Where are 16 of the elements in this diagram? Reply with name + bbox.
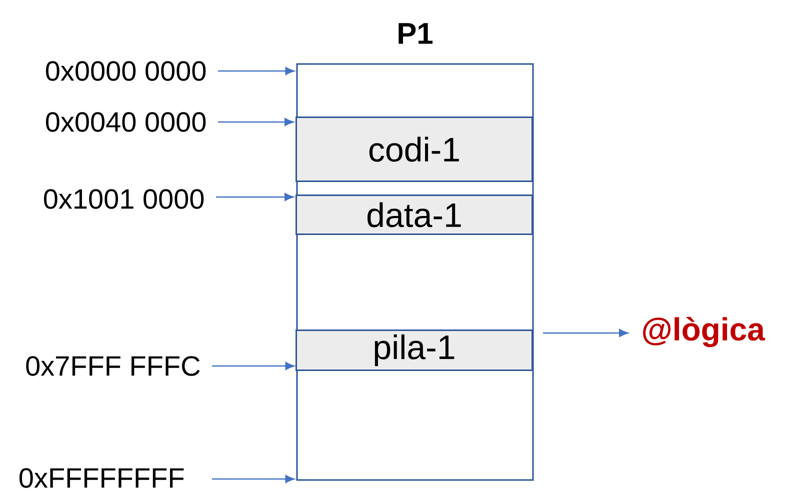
address-label: 0x0000 0000 — [46, 61, 206, 81]
address-label: 0xFFFFFFFF — [20, 468, 184, 488]
address-label: 0x0040 0000 — [46, 112, 206, 132]
memory-segment: data-1 — [296, 194, 533, 235]
address-label: @lògica — [643, 316, 766, 348]
memory-segment: codi-1 — [296, 116, 533, 182]
box-heading: P1 — [398, 23, 433, 44]
address-label: 0x7FFF FFFC — [26, 356, 200, 376]
address-label: 0x1001 0000 — [44, 189, 204, 209]
arrow — [543, 329, 628, 337]
memory-segment: pila-1 — [296, 330, 533, 371]
arrow — [218, 118, 294, 126]
arrow — [212, 475, 294, 483]
arrow — [216, 193, 294, 201]
arrow — [218, 67, 294, 75]
arrow — [212, 362, 294, 370]
